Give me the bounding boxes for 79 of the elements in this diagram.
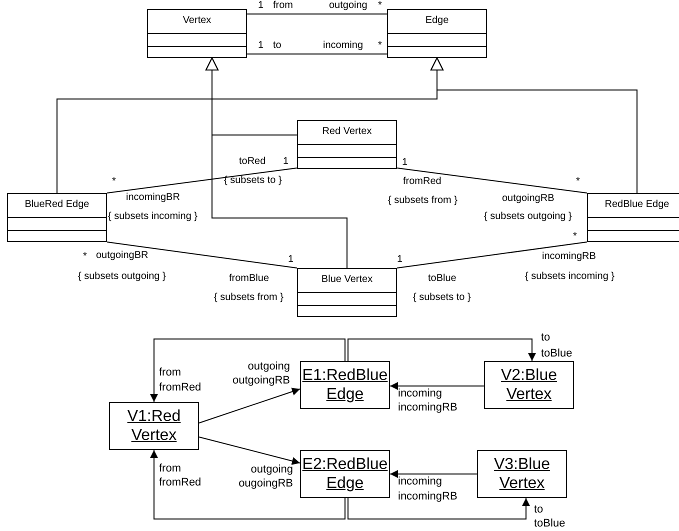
multiplicity-label: 1 (283, 157, 289, 167)
role-label: fromRed (159, 478, 202, 488)
link-arrow (390, 470, 478, 478)
class-name: Edge (388, 10, 486, 34)
link-arrow (198, 436, 300, 465)
class-name: Red Vertex (298, 121, 396, 145)
role-label: from (159, 368, 181, 378)
multiplicity-label: 1 (402, 158, 408, 168)
object-name: V1:Red Vertex (126, 407, 182, 445)
constraint-label: { subsets from } (388, 196, 458, 206)
role-label: to (273, 41, 282, 51)
role-label: outgoingRB (502, 194, 554, 204)
role-label: fromBlue (229, 274, 270, 284)
class-box (387, 9, 487, 58)
class-name: Vertex (148, 10, 246, 34)
generalization-arrow (206, 58, 348, 268)
role-label: incomingRB (542, 252, 596, 262)
role-label: toBlue (428, 274, 456, 284)
multiplicity-label: 1 (288, 255, 294, 265)
generalization-arrow (430, 58, 638, 194)
class-box (297, 268, 397, 317)
class-box (147, 9, 247, 58)
multiplicity-label: 1 (397, 255, 403, 265)
constraint-label: { subsets to } (413, 293, 471, 303)
object-name: E1:RedBlue Edge (301, 366, 389, 404)
class-box (587, 193, 679, 242)
class-name: Blue Vertex (298, 269, 396, 293)
association-line (396, 168, 588, 194)
role-label: from (273, 1, 293, 11)
object-name: V2:Blue Vertex (500, 366, 558, 404)
association-line (106, 242, 298, 268)
role-label: outgoing (329, 1, 368, 11)
object-name: V3:Blue Vertex (492, 455, 552, 493)
association-line (396, 242, 588, 268)
multiplicity-label: * (573, 232, 577, 242)
role-label: incomingBR (126, 193, 180, 203)
role-label: outgoingRB (232, 376, 290, 386)
role-label: fromRed (403, 177, 442, 187)
multiplicity-label: * (112, 177, 116, 187)
link-arrow (150, 450, 346, 520)
class-box (7, 193, 107, 242)
role-label: incoming (323, 41, 364, 51)
object-name: E2:RedBlue Edge (301, 455, 389, 493)
role-label: incomingRB (398, 402, 458, 414)
class-box (297, 120, 397, 169)
role-label: outgoing (248, 362, 290, 372)
multiplicity-label: * (378, 1, 382, 11)
role-label: incomingRB (398, 492, 458, 502)
multiplicity-label: * (576, 177, 580, 187)
role-label: fromRed (159, 382, 202, 394)
role-label: to (541, 332, 550, 344)
link-arrow (348, 338, 536, 362)
link-arrow (390, 382, 484, 390)
object-box (109, 402, 199, 450)
link-arrow (150, 338, 346, 402)
role-label: outgoingBR (96, 251, 148, 261)
multiplicity-label: * (83, 252, 87, 262)
link-arrow (348, 498, 530, 520)
role-label: incoming (398, 388, 442, 400)
object-box (477, 450, 567, 498)
object-box (484, 361, 574, 409)
constraint-label: { subsets incoming } (525, 272, 614, 282)
constraint-label: { subsets outgoing } (78, 272, 166, 282)
class-name: RedBlue Edge (588, 194, 679, 218)
role-label: to (534, 504, 544, 516)
multiplicity-label: 1 (258, 41, 264, 51)
role-label: toBlue (541, 348, 572, 360)
role-label: toRed (239, 157, 266, 167)
constraint-label: { subsets from } (214, 293, 284, 303)
association-line (106, 168, 298, 194)
link-arrow (198, 388, 300, 424)
multiplicity-label: * (378, 41, 382, 51)
role-label: outgoing (250, 464, 293, 476)
constraint-label: { subsets outgoing } (484, 212, 572, 222)
role-label: incoming (398, 476, 442, 488)
role-label: toBlue (534, 518, 566, 530)
multiplicity-label: 1 (258, 1, 264, 11)
role-label: from (159, 464, 181, 474)
class-name: BlueRed Edge (8, 194, 106, 218)
